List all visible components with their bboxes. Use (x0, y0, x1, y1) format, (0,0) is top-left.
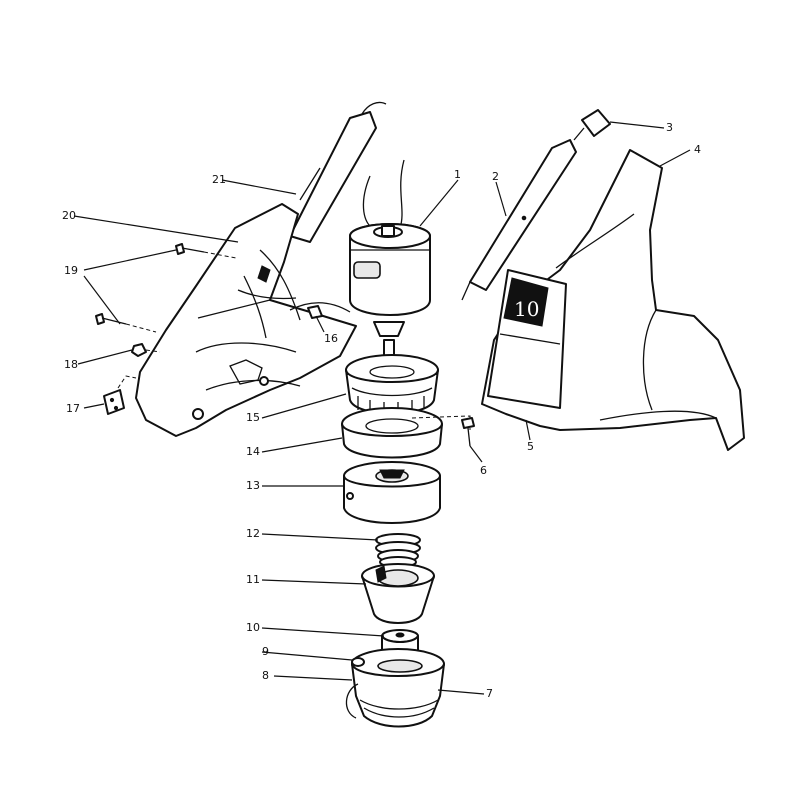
handle-tube-2 (461, 139, 577, 301)
callout-6: 6 (480, 464, 487, 477)
callout-10: 10 (246, 621, 260, 634)
handle-tube-21 (289, 101, 387, 243)
decal-label: 10 (514, 297, 539, 321)
ring-14 (341, 407, 471, 459)
callout-18: 18 (64, 358, 78, 371)
bracket-17 (103, 375, 137, 415)
cup-11 (361, 563, 435, 624)
callout-12: 12 (246, 527, 260, 540)
callout-7: 7 (486, 687, 493, 700)
spool-housing-13 (343, 461, 441, 524)
callout-9: 9 (262, 645, 269, 658)
line-eyelet-9 (351, 657, 365, 667)
leader-lines (73, 121, 691, 695)
callout-20: 20 (62, 209, 76, 222)
callout-5: 5 (527, 440, 534, 453)
callout-14: 14 (246, 445, 260, 458)
motor-1 (349, 159, 431, 357)
screw-19-lower (95, 313, 157, 333)
screw-6 (461, 417, 475, 447)
callout-21: 21 (212, 173, 226, 186)
callout-8: 8 (262, 669, 269, 682)
callout-2: 2 (492, 170, 499, 183)
decal-5: 10 (487, 269, 567, 409)
clip-16 (307, 305, 323, 319)
spool-base-7 (345, 648, 445, 728)
callout-1: 1 (454, 168, 461, 181)
callout-3: 3 (666, 121, 673, 134)
callout-13: 13 (246, 479, 260, 492)
callout-4: 4 (694, 143, 701, 156)
callout-15: 15 (246, 411, 260, 424)
plug-3 (573, 109, 611, 141)
callout-11: 11 (246, 573, 260, 586)
callout-17: 17 (66, 402, 80, 415)
nut-18 (131, 343, 161, 357)
spring-12 (375, 533, 421, 568)
collar-15 (345, 354, 439, 416)
callout-19: 19 (64, 264, 78, 277)
callout-16: 16 (324, 332, 338, 345)
screw-19-upper (175, 243, 237, 259)
left-housing-20 (135, 203, 357, 437)
